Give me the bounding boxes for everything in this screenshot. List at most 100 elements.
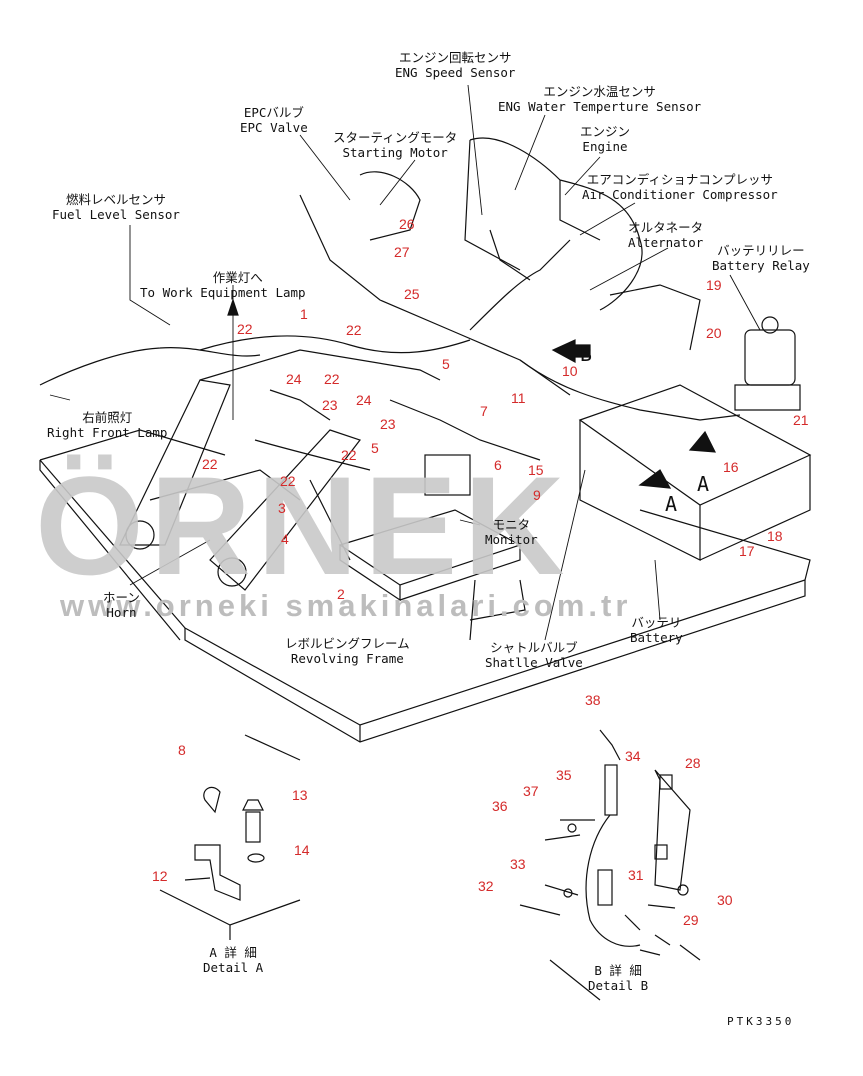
- ac-compressor-jp: エアコンディショナコンプレッサ: [586, 172, 773, 187]
- detail-a-drawing: [159, 786, 301, 940]
- detail-a-label: A 詳 細 Detail A: [203, 945, 263, 975]
- epc-valve-en: EPC Valve: [240, 120, 308, 135]
- part-number: 1: [300, 306, 308, 322]
- part-number: 15: [528, 462, 544, 478]
- battery-label: バッテリ Battery: [630, 615, 683, 645]
- callout-arrows: [227, 298, 717, 489]
- engine-en: Engine: [582, 139, 628, 154]
- horn-label: ホーン Horn: [103, 590, 140, 620]
- revolving-frame-drawing: [39, 429, 811, 743]
- part-number: 21: [793, 412, 809, 428]
- work-lamp-en: To Work Equipment Lamp: [140, 285, 306, 300]
- view-arrow-a2-letter: A: [697, 472, 710, 496]
- part-number: 22: [280, 473, 296, 489]
- ac-compressor-label: エアコンディショナコンプレッサ Air Conditioner Compress…: [582, 172, 778, 202]
- part-number: 16: [723, 459, 739, 475]
- engine-label: エンジン Engine: [580, 124, 630, 154]
- part-number: 9: [533, 487, 541, 503]
- starting-motor-en: Starting Motor: [342, 145, 448, 160]
- watermark-brand: ÖRNEK: [35, 447, 571, 604]
- part-number: 35: [556, 767, 572, 783]
- eng-water-sensor-jp: エンジン水温センサ: [543, 84, 656, 99]
- part-number: 4: [281, 531, 289, 547]
- part-number: 5: [371, 440, 379, 456]
- part-number: 38: [585, 692, 601, 708]
- part-number: 36: [492, 798, 508, 814]
- monitor-jp: モニタ: [492, 517, 531, 532]
- detail-b-drawing: [519, 729, 701, 1001]
- engine-jp: エンジン: [580, 124, 631, 139]
- part-number: 19: [706, 277, 722, 293]
- wire-harness-drawing: [39, 194, 741, 641]
- part-number: 34: [625, 748, 641, 764]
- eng-speed-sensor-en: ENG Speed Sensor: [395, 65, 516, 80]
- part-number: 6: [494, 457, 502, 473]
- leader-lines: [49, 84, 761, 641]
- right-front-lamp-jp: 右前照灯: [82, 410, 133, 425]
- eng-water-sensor-label: エンジン水温センサ ENG Water Temperture Sensor: [498, 84, 701, 114]
- part-number: 31: [628, 867, 644, 883]
- epc-valve-label: EPCバルブ EPC Valve: [240, 105, 308, 135]
- fuel-level-sensor-en: Fuel Level Sensor: [52, 207, 180, 222]
- part-number: 13: [292, 787, 308, 803]
- drawing-code: PTK3350: [727, 1015, 795, 1028]
- detail-a-en: Detail A: [203, 960, 264, 975]
- part-number: 11: [511, 390, 526, 406]
- part-number: 37: [523, 783, 539, 799]
- part-number: 22: [346, 322, 362, 338]
- part-number: 18: [767, 528, 783, 544]
- detail-b-jp: B 詳 細: [594, 963, 642, 978]
- starting-motor-label: スターティングモータ Starting Motor: [333, 130, 457, 160]
- horn-jp: ホーン: [103, 590, 140, 605]
- shuttle-valve-jp: シャトルバルブ: [490, 640, 578, 655]
- detail-separators: [244, 734, 301, 761]
- battery-relay-drawing: [734, 316, 801, 411]
- eng-water-sensor-en: ENG Water Temperture Sensor: [498, 99, 702, 114]
- part-number: 30: [717, 892, 733, 908]
- part-number: 27: [394, 244, 410, 260]
- work-lamp-label: 作業灯へ To Work Equipment Lamp: [140, 270, 306, 300]
- part-number: 25: [404, 286, 420, 302]
- epc-valve-jp: EPCバルブ: [243, 105, 304, 120]
- eng-speed-sensor-jp: エンジン回転センサ: [398, 50, 512, 65]
- part-number: 28: [685, 755, 701, 771]
- work-lamp-jp: 作業灯へ: [212, 270, 263, 285]
- part-number: 2: [337, 586, 345, 602]
- boom-bracket-drawing: [119, 349, 441, 591]
- horn-en: Horn: [106, 605, 137, 620]
- part-number: 23: [380, 416, 396, 432]
- monitor-en: Monitor: [485, 532, 538, 547]
- part-number: 24: [356, 392, 372, 408]
- battery-en: Battery: [630, 630, 683, 645]
- battery-jp: バッテリ: [631, 615, 682, 630]
- part-number: 24: [286, 371, 302, 387]
- monitor-drawing: [338, 454, 522, 602]
- fuel-level-sensor-jp: 燃料レベルセンサ: [65, 192, 166, 207]
- view-arrow-a1-letter: A: [665, 492, 678, 516]
- part-number: 17: [739, 543, 755, 559]
- part-number: 14: [294, 842, 310, 858]
- view-arrow-b-letter: B: [580, 342, 593, 366]
- part-number: 7: [480, 403, 488, 419]
- part-number: 22: [324, 371, 340, 387]
- part-number: 33: [510, 856, 526, 872]
- part-number: 29: [683, 912, 699, 928]
- part-number: 12: [152, 868, 168, 884]
- part-number: 26: [399, 216, 415, 232]
- detail-b-label: B 詳 細 Detail B: [588, 963, 648, 993]
- revolving-frame-en: Revolving Frame: [290, 651, 404, 666]
- battery-relay-en: Battery Relay: [712, 258, 810, 273]
- starting-motor-jp: スターティングモータ: [333, 130, 458, 145]
- part-number: 3: [278, 500, 286, 516]
- battery-relay-label: バッテリリレー Battery Relay: [712, 243, 810, 273]
- alternator-label: オルタネータ Alternator: [628, 220, 703, 250]
- right-front-lamp-en: Right Front Lamp: [47, 425, 168, 440]
- shuttle-valve-en: Shatlle Valve: [485, 655, 583, 670]
- part-number: 10: [562, 363, 578, 379]
- right-front-lamp-label: 右前照灯 Right Front Lamp: [47, 410, 167, 440]
- ac-compressor-en: Air Conditioner Compressor: [582, 187, 778, 202]
- part-number: 22: [341, 447, 357, 463]
- revolving-frame-jp: レボルビングフレーム: [285, 636, 410, 651]
